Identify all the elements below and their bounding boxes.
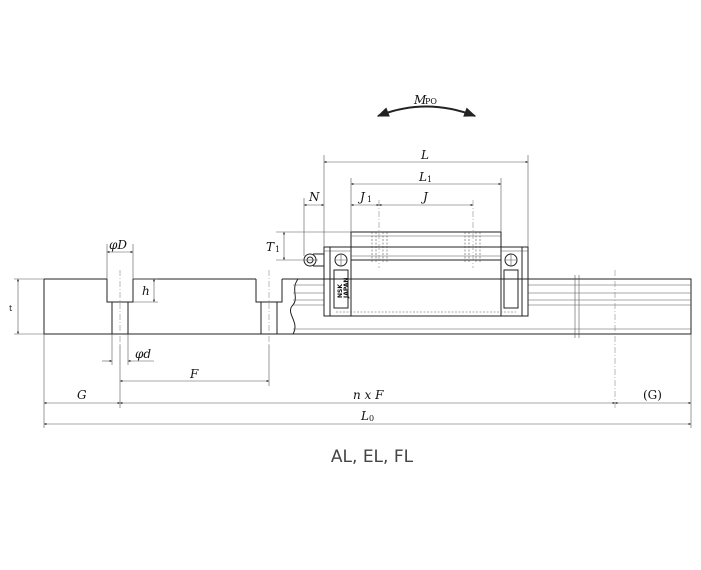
dimension-h: h (133, 278, 158, 303)
svg-text:L: L (418, 170, 427, 184)
dimension-G: G (43, 334, 692, 428)
moment-arrow: M PO (376, 93, 477, 117)
rail-right-section (293, 270, 692, 408)
svg-text:h: h (142, 284, 150, 298)
svg-text:NSK: NSK (337, 284, 344, 298)
dimension-rail-height: t (9, 278, 44, 335)
svg-text:J: J (357, 190, 366, 204)
svg-text:N: N (308, 190, 320, 204)
svg-text:J: J (420, 190, 429, 204)
svg-text:JAPAN: JAPAN (343, 278, 350, 299)
nsk-logo: NSK JAPAN (337, 278, 350, 299)
dimension-L0: L 0 (44, 409, 691, 426)
svg-text:1: 1 (427, 175, 432, 184)
svg-text:φD: φD (109, 238, 127, 252)
svg-text:(G): (G) (643, 388, 662, 402)
dimension-nxF: n x F (120, 388, 615, 405)
svg-text:0: 0 (369, 414, 374, 423)
svg-text:1: 1 (367, 195, 372, 204)
figure-caption: AL, EL, FL (331, 447, 414, 467)
svg-text:T: T (266, 240, 275, 254)
dimension-J: J (379, 190, 473, 207)
dimension-phid: φd (102, 334, 154, 365)
svg-text:G: G (77, 388, 87, 402)
moment-label: M (413, 93, 427, 107)
dimension-phiD: φD (106, 238, 134, 279)
svg-text:n x F: n x F (353, 388, 384, 402)
dimension-J1: J 1 (351, 190, 379, 207)
svg-text:t: t (9, 304, 13, 313)
svg-text:1: 1 (275, 245, 280, 254)
svg-text:L: L (420, 148, 429, 162)
dimension-G-paren: (G) (615, 388, 691, 405)
svg-text:L: L (360, 409, 369, 423)
carriage-block (303, 200, 529, 317)
moment-label-sub: PO (425, 97, 437, 106)
svg-text:F: F (189, 367, 199, 381)
rail-left-section (43, 270, 299, 345)
dimension-T1: T 1 (266, 231, 351, 261)
dimension-F: F (119, 345, 270, 386)
dimension-N: N (303, 190, 324, 256)
dimension-L: L (323, 148, 529, 247)
svg-text:φd: φd (135, 347, 151, 361)
